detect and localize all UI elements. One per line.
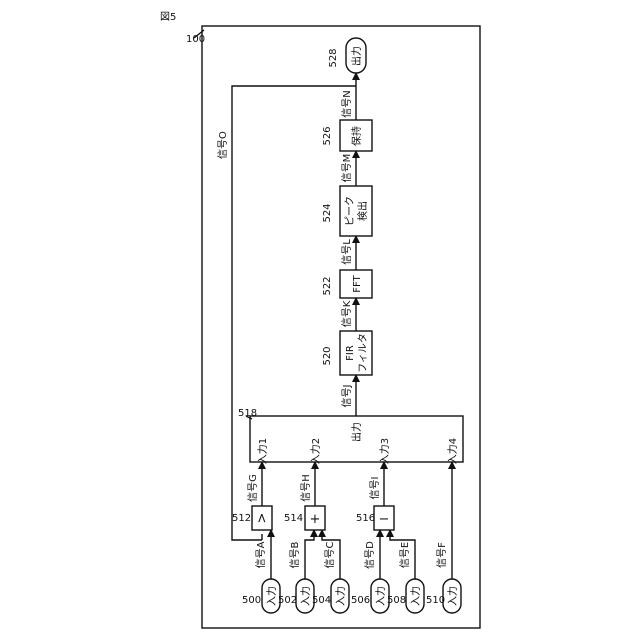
feedback-line bbox=[232, 86, 356, 540]
svg-text:ピーク: ピーク bbox=[344, 196, 356, 226]
svg-text:保持: 保持 bbox=[350, 126, 363, 146]
signal-o: 信号O bbox=[217, 131, 229, 159]
signal-m: 信号M bbox=[341, 154, 353, 183]
signal-n: 信号N bbox=[341, 90, 353, 117]
block-ref-526: 526 bbox=[322, 126, 333, 145]
svg-text:検出: 検出 bbox=[356, 201, 369, 221]
svg-text:出力: 出力 bbox=[350, 46, 363, 66]
input-ref-504: 504 bbox=[312, 595, 331, 606]
block-522: FFT 522 bbox=[322, 270, 372, 298]
input-ref-506: 506 bbox=[351, 595, 370, 606]
signal-f: 信号F bbox=[436, 542, 448, 568]
selector-output-label: 出力 bbox=[350, 422, 363, 442]
svg-text:入力: 入力 bbox=[374, 586, 387, 606]
block-520: FIR フィルタ 520 bbox=[322, 331, 372, 375]
signal-k: 信号K bbox=[341, 300, 353, 327]
block-ref-522: 522 bbox=[322, 276, 333, 295]
block-524: ピーク 検出 524 bbox=[322, 186, 372, 236]
selector-input-4: 入力4 bbox=[446, 438, 459, 464]
signal-a: 信号A bbox=[255, 541, 267, 568]
svg-text:FFT: FFT bbox=[352, 274, 363, 292]
svg-text:入力: 入力 bbox=[299, 586, 312, 606]
input-510: 入力 510 bbox=[426, 579, 461, 613]
operator-ref-514: 514 bbox=[284, 513, 303, 524]
svg-text:+: + bbox=[310, 512, 321, 527]
input-502: 入力 502 bbox=[278, 579, 314, 613]
output-528: 出力 528 bbox=[328, 38, 366, 73]
input-504: 入力 504 bbox=[312, 579, 349, 613]
svg-text:入力: 入力 bbox=[334, 586, 347, 606]
input-ref-510: 510 bbox=[426, 595, 445, 606]
block-ref-524: 524 bbox=[322, 203, 333, 222]
signal-l: 信号L bbox=[341, 239, 353, 265]
input-ref-508: 508 bbox=[387, 595, 406, 606]
signal-i: 信号I bbox=[369, 477, 381, 500]
input-ref-500: 500 bbox=[242, 595, 261, 606]
input-ref-502: 502 bbox=[278, 595, 297, 606]
frame-ref: 100 bbox=[186, 34, 205, 45]
signal-b: 信号B bbox=[289, 541, 301, 568]
signal-c: 信号C bbox=[324, 541, 336, 568]
signal-e: 信号E bbox=[399, 542, 411, 568]
svg-text:>: > bbox=[255, 513, 270, 524]
operator-516: − 516 bbox=[356, 506, 394, 530]
svg-text:入力: 入力 bbox=[265, 586, 278, 606]
signal-d: 信号D bbox=[364, 541, 376, 569]
input-508: 入力 508 bbox=[387, 579, 424, 613]
svg-text:FIR: FIR bbox=[345, 345, 356, 361]
selector-518: 518 出力 入力1 入力2 入力3 入力4 bbox=[238, 408, 463, 464]
selector-input-3: 入力3 bbox=[378, 438, 391, 464]
arrow-b bbox=[305, 530, 314, 579]
selector-input-1: 入力1 bbox=[256, 438, 269, 464]
operator-512: > 512 bbox=[232, 506, 272, 530]
input-506: 入力 506 bbox=[351, 579, 389, 613]
block-ref-520: 520 bbox=[322, 346, 333, 365]
svg-text:−: − bbox=[379, 512, 390, 527]
frame-100 bbox=[202, 26, 480, 628]
selector-input-2: 入力2 bbox=[309, 438, 322, 464]
operator-ref-512: 512 bbox=[232, 513, 251, 524]
input-500: 入力 500 bbox=[242, 579, 280, 613]
block-526: 保持 526 bbox=[322, 120, 372, 151]
svg-text:フィルタ: フィルタ bbox=[357, 333, 369, 373]
svg-text:入力: 入力 bbox=[446, 586, 459, 606]
svg-text:入力: 入力 bbox=[409, 586, 422, 606]
operator-ref-516: 516 bbox=[356, 513, 375, 524]
operator-514: + 514 bbox=[284, 506, 325, 530]
signal-j: 信号J bbox=[341, 385, 353, 408]
output-ref-528: 528 bbox=[328, 48, 339, 67]
signal-h: 信号H bbox=[300, 474, 312, 502]
signal-g: 信号G bbox=[247, 474, 259, 502]
figure-title: 図5 bbox=[160, 11, 176, 23]
